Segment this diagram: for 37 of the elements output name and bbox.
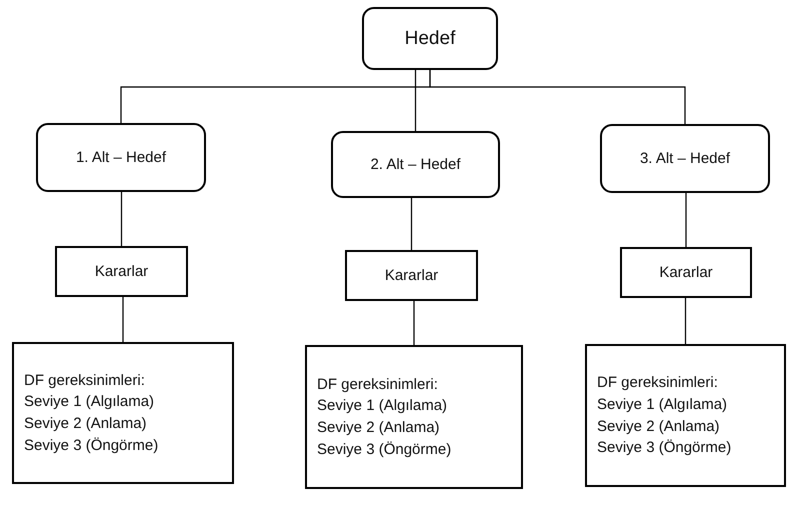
node-title: Kararlar	[659, 262, 713, 283]
decision-box	[55, 246, 188, 297]
requirements-box	[585, 344, 786, 487]
node-title: 3. Alt – Hedef	[640, 148, 730, 169]
list-item: Seviye 2 (Anlama)	[317, 418, 440, 438]
requirements-box	[305, 345, 523, 489]
connector-line	[413, 301, 415, 345]
requirements-box	[12, 342, 234, 484]
goal-box	[331, 131, 500, 198]
connector-line	[414, 70, 416, 131]
goal-box	[600, 124, 770, 193]
list-item: Seviye 3 (Öngörme)	[597, 438, 732, 458]
list-item: Seviye 1 (Algılama)	[317, 396, 448, 416]
node-title: Hedef	[404, 26, 456, 51]
list-item: Seviye 3 (Öngörme)	[24, 436, 158, 456]
decision-box	[620, 247, 752, 298]
connector-line	[429, 70, 686, 124]
list-item: Seviye 1 (Algılama)	[24, 392, 154, 412]
node-title: 2. Alt – Hedef	[370, 154, 461, 175]
connector-line	[685, 193, 687, 247]
goal-box	[36, 123, 206, 192]
connector-line	[410, 198, 412, 250]
node-title: 1. Alt – Hedef	[76, 148, 166, 168]
node-title: Kararlar	[384, 266, 438, 286]
node-title: Kararlar	[94, 262, 148, 282]
connector-line	[122, 297, 124, 342]
decision-box	[345, 250, 478, 301]
connector-line	[684, 298, 686, 344]
node-title: DF gereksinimleri:	[24, 370, 145, 390]
list-item: Seviye 1 (Algılama)	[597, 394, 728, 415]
node-title: DF gereksinimleri:	[597, 373, 718, 393]
connector-line	[120, 192, 122, 246]
list-item: Seviye 2 (Anlama)	[24, 414, 147, 434]
list-item: Seviye 3 (Öngörme)	[317, 440, 452, 460]
node-title: DF gereksinimleri:	[317, 374, 438, 394]
goal-box	[362, 7, 498, 70]
list-item: Seviye 2 (Anlama)	[597, 416, 720, 436]
